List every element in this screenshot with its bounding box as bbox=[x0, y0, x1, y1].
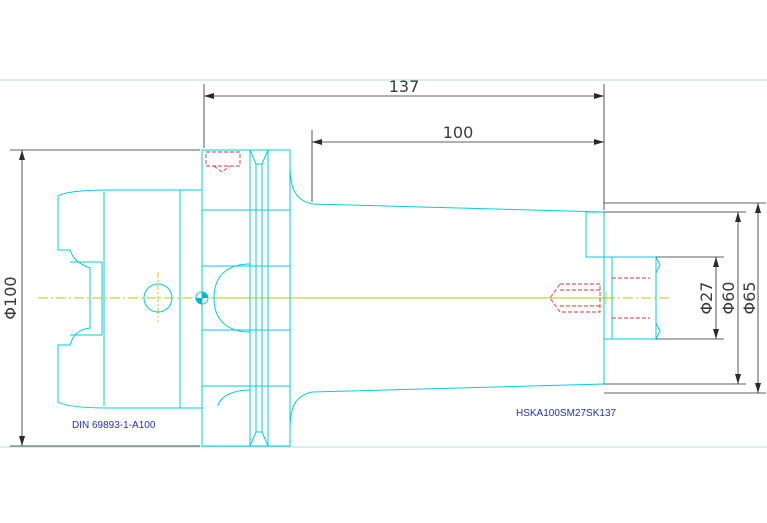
drawing-frame bbox=[0, 79, 767, 448]
centerline bbox=[38, 272, 672, 322]
dim-overall-length: 137 bbox=[389, 77, 420, 96]
dim-bore-diameter: Φ27 bbox=[697, 282, 716, 315]
hidden-features bbox=[205, 151, 650, 319]
part-number-label: HSKA100SM27SK137 bbox=[516, 408, 617, 419]
dimension-lines bbox=[10, 84, 766, 447]
dim-flange-diameter: Φ100 bbox=[1, 276, 20, 319]
dim-extension-length: 100 bbox=[443, 123, 474, 142]
dim-body-diameter: Φ65 bbox=[740, 282, 759, 315]
dim-collar-diameter: Φ60 bbox=[719, 282, 738, 315]
standard-label: DIN 69893-1-A100 bbox=[72, 420, 156, 431]
hsk-shank-outline bbox=[57, 189, 202, 409]
center-marker bbox=[195, 291, 209, 305]
extension-outline bbox=[311, 203, 661, 393]
dimension-arrows bbox=[19, 93, 761, 446]
